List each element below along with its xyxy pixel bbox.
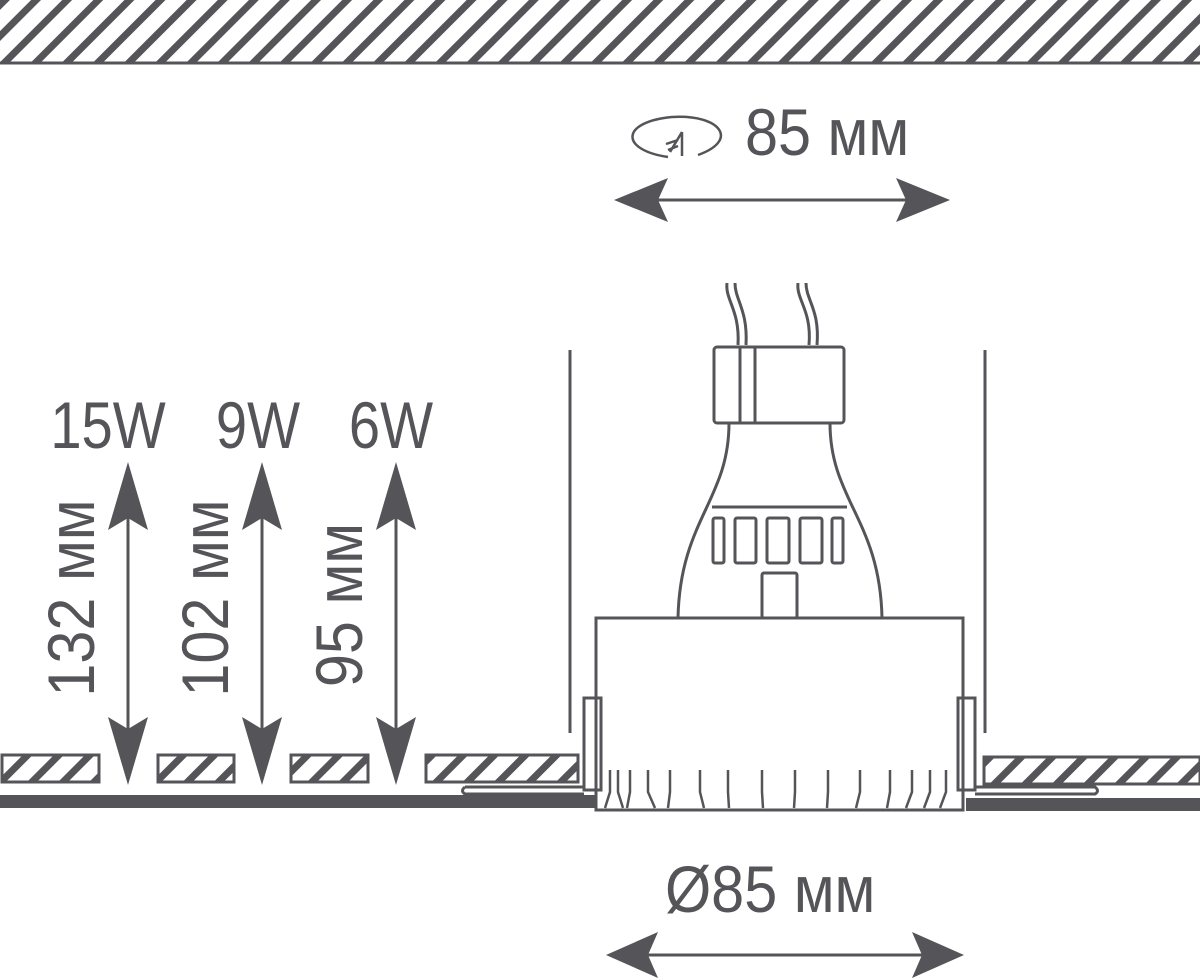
cutout-arrow <box>614 178 950 222</box>
diameter-label: Ø85 мм <box>665 853 875 927</box>
height-label-95: 95 мм <box>303 523 377 687</box>
rotation-cutout-icon <box>631 115 722 159</box>
height-label-132: 132 мм <box>35 499 109 696</box>
ceiling-hatch <box>0 0 1200 62</box>
height-arrow-15w <box>108 462 148 785</box>
height-arrow-6w <box>376 462 416 785</box>
power-label-6w: 6W <box>349 389 433 462</box>
power-label-15w: 15W <box>50 389 166 462</box>
lamp-body <box>461 282 1099 812</box>
dimension-arrows <box>108 178 964 978</box>
false-ceiling <box>0 350 1200 811</box>
power-label-9w: 9W <box>216 389 300 462</box>
cutout-label: 85 мм <box>745 96 909 170</box>
height-label-102: 102 мм <box>169 499 243 696</box>
lamp-fins <box>603 770 948 809</box>
height-arrow-9w <box>242 462 282 785</box>
diameter-arrow <box>606 932 964 978</box>
